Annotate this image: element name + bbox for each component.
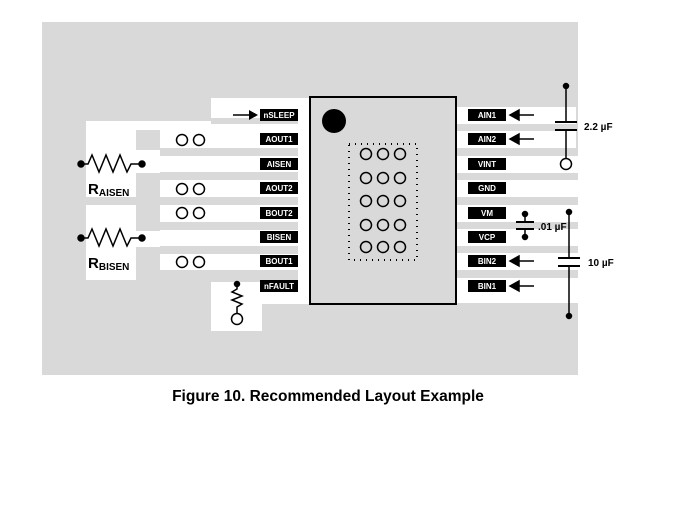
right-input-arrows [508, 108, 534, 293]
resistor-rbisen [77, 227, 146, 248]
pin-label-aout2: AOUT2 [265, 184, 293, 193]
pin-label-bisen: BISEN [267, 233, 292, 242]
nsleep-input-arrow [233, 110, 258, 120]
thermal-pad [348, 143, 418, 261]
cap-10uf-label: 10 µF [588, 258, 614, 269]
cap-01uf-label: .01 µF [538, 222, 567, 233]
resistor-raisen [77, 153, 146, 174]
figure-caption: Figure 10. Recommended Layout Example [172, 388, 484, 405]
raisen-label-main: R [88, 181, 99, 198]
pin1-marker [322, 109, 346, 133]
pin-label-vm: VM [481, 209, 493, 218]
left-pin-labels: nSLEEP AOUT1 AISEN AOUT2 BOUT2 BISEN BOU… [260, 109, 298, 292]
pin-label-bin1: BIN1 [478, 282, 497, 291]
capacitor-10uf [558, 208, 580, 320]
capacitor-2-2uf [555, 82, 577, 171]
raisen-label-sub: AISEN [99, 188, 130, 199]
cap-2-2uf-label: 2.2 µF [584, 122, 613, 133]
pin-label-nfault: nFAULT [264, 282, 294, 291]
pin-label-gnd: GND [478, 184, 496, 193]
nfault-pullup-resistor [229, 280, 245, 326]
pin-label-ain2: AIN2 [478, 135, 497, 144]
pin-label-bout2: BOUT2 [265, 209, 293, 218]
output-trace-vias [175, 133, 206, 269]
rbisen-label-sub: BISEN [99, 262, 130, 273]
right-pin-labels: AIN1 AIN2 VINT GND VM VCP BIN2 BIN1 [468, 109, 506, 292]
svg-text:RBISEN: RBISEN [88, 255, 129, 273]
pin-label-aisen: AISEN [267, 160, 292, 169]
thermal-vias [359, 147, 407, 254]
pin-label-vcp: VCP [479, 233, 496, 242]
left-trace-gaps [86, 130, 298, 280]
pin-label-bout1: BOUT1 [265, 257, 293, 266]
svg-text:RAISEN: RAISEN [88, 181, 129, 199]
pin-label-vint: VINT [478, 160, 496, 169]
rbisen-label-main: R [88, 255, 99, 272]
pin-label-bin2: BIN2 [478, 257, 497, 266]
pin-label-nsleep: nSLEEP [263, 111, 295, 120]
capacitor-01uf [516, 210, 534, 241]
pin-label-aout1: AOUT1 [265, 135, 293, 144]
pin-label-ain1: AIN1 [478, 111, 497, 120]
